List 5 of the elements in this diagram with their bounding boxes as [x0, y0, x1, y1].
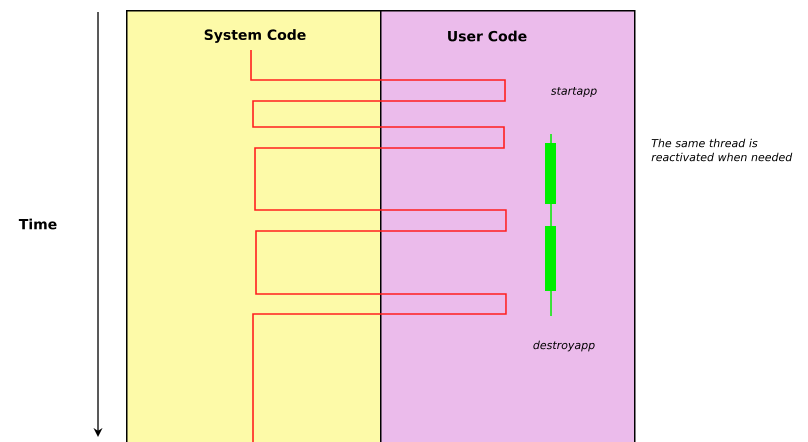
event-label: destroyapp	[533, 340, 595, 352]
note-text: The same thread is reactivated when needed	[652, 138, 792, 162]
event-label: startapp	[550, 87, 597, 97]
code-band: System Code	[126, 10, 382, 442]
axis-label: Time	[18, 218, 57, 230]
